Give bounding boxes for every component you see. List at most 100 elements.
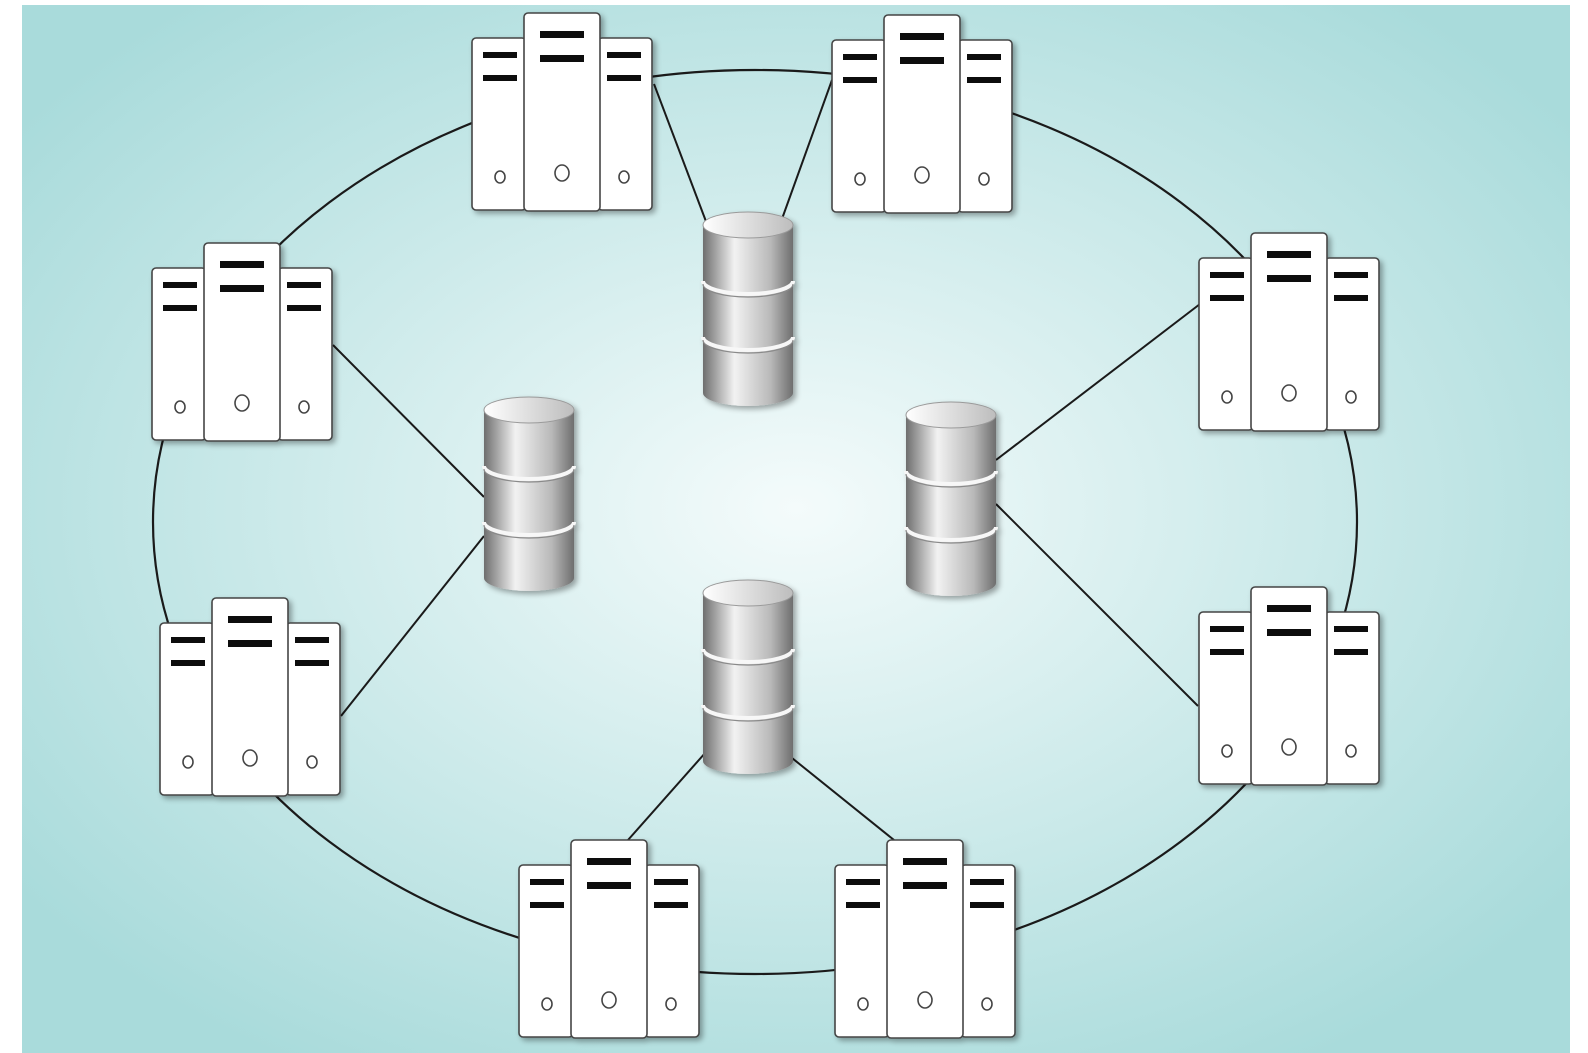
drive-slot <box>530 902 564 908</box>
drive-slot <box>220 261 264 268</box>
link-db-3-server-6 <box>995 503 1199 707</box>
server-cabinet-right <box>644 864 700 1038</box>
drive-slot <box>967 54 1001 60</box>
drive-slot <box>900 57 944 64</box>
server-cabinet-right <box>957 39 1013 213</box>
drive-slot <box>1334 626 1368 632</box>
server-cabinet-left <box>518 864 574 1038</box>
power-led <box>554 164 570 182</box>
drive-slot <box>287 282 321 288</box>
server-cabinet-center <box>203 242 281 442</box>
server-cabinet-center <box>1250 232 1328 432</box>
drive-slot <box>1210 272 1244 278</box>
drive-slot <box>587 882 631 889</box>
drive-slot <box>1267 629 1311 636</box>
server-cabinet-right <box>285 622 341 796</box>
ring-layer <box>151 68 1359 976</box>
drive-slot <box>1210 626 1244 632</box>
link-db-2-server-4 <box>340 535 485 717</box>
drive-slot <box>295 637 329 643</box>
database-band <box>701 336 795 352</box>
ring-link <box>151 68 1359 976</box>
database-icon <box>904 401 998 596</box>
power-led <box>182 755 194 769</box>
server-cabinet-center <box>886 839 964 1039</box>
diagram-background <box>22 5 1570 1053</box>
link-db-3-server-5 <box>995 303 1201 461</box>
server-cabinet-left <box>151 267 207 441</box>
server-cabinet-right <box>960 864 1016 1038</box>
power-led <box>978 172 990 186</box>
drive-slot <box>171 660 205 666</box>
power-led <box>981 997 993 1011</box>
server-cabinet-center <box>1250 586 1328 786</box>
drive-slot <box>846 902 880 908</box>
server-cabinet-left <box>159 622 215 796</box>
power-led <box>242 749 258 767</box>
drive-slot <box>1334 295 1368 301</box>
drive-slot <box>540 31 584 38</box>
drive-slot <box>228 640 272 647</box>
drive-slot <box>295 660 329 666</box>
database-band <box>701 280 795 296</box>
drive-slot <box>903 882 947 889</box>
database-body <box>906 415 996 596</box>
power-led <box>1281 384 1297 402</box>
drive-slot <box>287 305 321 311</box>
drive-slot <box>607 75 641 81</box>
drive-slot <box>1210 649 1244 655</box>
drive-slot <box>171 637 205 643</box>
database-body <box>703 593 793 774</box>
server-cabinet-center <box>570 839 648 1039</box>
database-band <box>482 465 576 481</box>
power-led <box>1345 390 1357 404</box>
power-led <box>857 997 869 1011</box>
database-band-shade <box>702 651 794 666</box>
drive-slot <box>843 77 877 83</box>
drive-slot <box>220 285 264 292</box>
drive-slot <box>163 282 197 288</box>
drive-slot <box>654 902 688 908</box>
database-icon <box>482 396 576 591</box>
drive-slot <box>967 77 1001 83</box>
drive-slot <box>970 902 1004 908</box>
server-rack-icon <box>471 12 653 212</box>
power-led <box>601 991 617 1009</box>
drive-slot <box>530 879 564 885</box>
database-top <box>702 211 794 239</box>
database-band-shade <box>483 524 575 539</box>
power-led <box>665 997 677 1011</box>
power-led <box>914 166 930 184</box>
server-rack-icon <box>518 839 700 1039</box>
server-rack-icon <box>151 242 333 442</box>
drive-slot <box>163 305 197 311</box>
server-cabinet-left <box>1198 257 1254 431</box>
database-band-shade <box>702 707 794 722</box>
drive-slot <box>607 52 641 58</box>
server-cabinet-center <box>211 597 289 797</box>
database-band <box>701 704 795 720</box>
power-led <box>1221 390 1233 404</box>
database-band <box>701 648 795 664</box>
server-cabinet-right <box>1324 257 1380 431</box>
nodes-layer <box>151 12 1380 1039</box>
power-led <box>494 170 506 184</box>
server-cabinet-center <box>883 14 961 214</box>
link-db-1-server-1 <box>653 83 711 233</box>
drive-slot <box>228 616 272 623</box>
power-led <box>306 755 318 769</box>
server-rack-icon <box>1198 232 1380 432</box>
power-led <box>1345 744 1357 758</box>
server-cabinet-right <box>277 267 333 441</box>
server-rack-icon <box>831 14 1013 214</box>
drive-slot <box>483 52 517 58</box>
power-led <box>854 172 866 186</box>
database-body <box>703 225 793 406</box>
link-db-4-server-7 <box>627 751 707 841</box>
server-cabinet-left <box>1198 611 1254 785</box>
database-band <box>904 470 998 486</box>
server-cabinet-right <box>597 37 653 211</box>
server-rack-icon <box>159 597 341 797</box>
